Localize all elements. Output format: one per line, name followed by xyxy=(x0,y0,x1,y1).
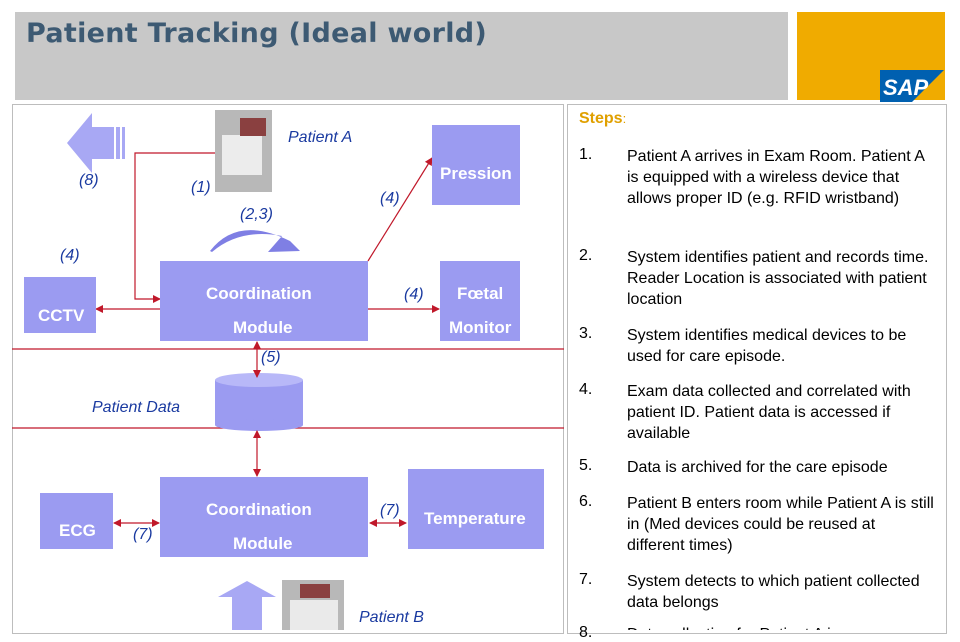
patient-a-photo xyxy=(215,110,272,192)
step-number: 5. xyxy=(579,457,592,475)
patient-b-photo xyxy=(282,580,344,630)
coord-bottom-line2: Module xyxy=(233,534,293,554)
temperature-box: Temperature xyxy=(408,469,544,549)
step-number: 8. xyxy=(579,624,592,642)
cctv-box: CCTV xyxy=(24,277,96,333)
coord-top-line1: Coordination xyxy=(206,284,312,304)
step-number: 2. xyxy=(579,247,592,265)
temperature-label: Temperature xyxy=(424,509,526,529)
step-number: 7. xyxy=(579,571,592,589)
step-text: System identifies patient and records ti… xyxy=(627,247,937,310)
connector-pression xyxy=(368,158,432,261)
step-label-1: (1) xyxy=(191,179,211,197)
step-number: 1. xyxy=(579,146,592,164)
pression-label: Pression xyxy=(440,164,512,184)
step-text: Patient A arrives in Exam Room. Patient … xyxy=(627,146,937,209)
step-number: 4. xyxy=(579,381,592,399)
coordination-module-bottom: Coordination Module xyxy=(160,477,368,557)
step-label-2-3: (2,3) xyxy=(240,206,273,224)
foetal-line1: Fœtal xyxy=(457,284,503,304)
patient-b-label: Patient B xyxy=(359,609,424,627)
pression-box: Pression xyxy=(432,125,520,205)
patient-data-cylinder-icon xyxy=(215,373,303,431)
step-label-7-temperature: (7) xyxy=(380,502,400,520)
step-label-4-pression: (4) xyxy=(380,190,400,208)
coordination-module-top: Coordination Module xyxy=(160,261,368,341)
step-text: Data collection for Patient A is xyxy=(627,624,937,630)
step-text: Patient B enters room while Patient A is… xyxy=(627,493,937,556)
step-label-5: (5) xyxy=(261,349,281,367)
step-label-4-foetal: (4) xyxy=(404,286,424,304)
step-number: 6. xyxy=(579,493,592,511)
coord-bottom-line1: Coordination xyxy=(206,500,312,520)
ecg-label: ECG xyxy=(59,521,96,541)
foetal-line2: Monitor xyxy=(449,318,511,338)
step-text: System detects to which patient collecte… xyxy=(627,571,937,613)
step-label-8: (8) xyxy=(79,172,99,190)
steps-heading-colon: : xyxy=(623,111,627,126)
patient-a-label: Patient A xyxy=(288,129,352,147)
step-label-4-cctv: (4) xyxy=(60,247,80,265)
step-text: System identifies medical devices to be … xyxy=(627,325,937,367)
step-label-7-ecg: (7) xyxy=(133,526,153,544)
foetal-monitor-box: Fœtal Monitor xyxy=(440,261,520,341)
coord-top-line2: Module xyxy=(233,318,293,338)
cctv-label: CCTV xyxy=(38,306,84,326)
steps-heading: Steps: xyxy=(579,110,626,128)
step-number: 3. xyxy=(579,325,592,343)
step-text: Data is archived for the care episode xyxy=(627,457,937,478)
entry-arrow-icon xyxy=(218,581,276,630)
steps-heading-text: Steps xyxy=(579,110,623,127)
patient-data-label: Patient Data xyxy=(92,399,180,417)
step-text: Exam data collected and correlated with … xyxy=(627,381,937,444)
curved-arrow-icon xyxy=(210,230,300,252)
exit-arrow-icon xyxy=(67,113,125,173)
ecg-box: ECG xyxy=(40,493,113,549)
